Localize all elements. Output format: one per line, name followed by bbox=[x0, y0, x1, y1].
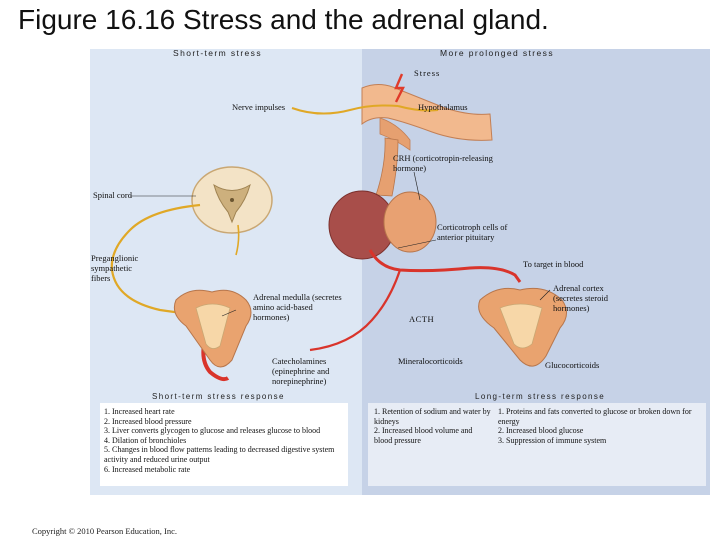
adrenal-medulla-label: Adrenal medulla (secretes amino acid-bas… bbox=[253, 292, 342, 322]
long-term-response-heading: Long-term stress response bbox=[475, 392, 606, 401]
long-term-response-box: 1. Retention of sodium and water by kidn… bbox=[368, 403, 706, 486]
spinal-cord-label: Spinal cord bbox=[93, 190, 132, 200]
copyright-notice: Copyright © 2010 Pearson Education, Inc. bbox=[32, 526, 178, 536]
long-term-item: 3. Suppression of immune system bbox=[498, 435, 607, 445]
mineralocorticoids-label: Mineralocorticoids bbox=[398, 356, 463, 366]
adrenal-gland-right bbox=[478, 287, 567, 367]
acth-label: ACTH bbox=[409, 314, 435, 324]
to-target-label: To target in blood bbox=[523, 259, 584, 269]
corticotroph-label: Corticotroph cells of anterior pituitary bbox=[437, 222, 508, 242]
glucocorticoids-label: Glucocorticoids bbox=[545, 360, 600, 370]
long-term-item: 2. Increased blood volume and blood pres… bbox=[374, 426, 473, 445]
preganglionic-label: Preganglionic sympathetic fibers bbox=[91, 253, 139, 283]
catecholamines-label: Catecholamines (epinephrine and norepine… bbox=[272, 356, 330, 386]
short-term-item: 2. Increased blood pressure bbox=[104, 416, 192, 426]
crh-label: CRH (corticotropin-releasing hormone) bbox=[393, 153, 493, 173]
figure-title: Figure 16.16 Stress and the adrenal glan… bbox=[18, 4, 549, 35]
stress-label: Stress bbox=[414, 68, 441, 78]
long-term-item: 2. Increased blood glucose bbox=[498, 426, 584, 436]
short-term-column-heading: Short-term stress bbox=[173, 48, 262, 58]
short-term-response-box: 1. Increased heart rate 2. Increased blo… bbox=[100, 403, 348, 486]
long-term-item: 1. Proteins and fats converted to glucos… bbox=[498, 407, 692, 426]
adrenal-cortex-label: Adrenal cortex (secretes steroid hormone… bbox=[553, 283, 608, 313]
long-term-item: 1. Retention of sodium and water by kidn… bbox=[374, 407, 491, 426]
nerve-impulses-label: Nerve impulses bbox=[232, 102, 286, 112]
short-term-item: 6. Increased metabolic rate bbox=[104, 464, 191, 474]
short-term-item: 4. Dilation of bronchioles bbox=[104, 435, 187, 445]
adrenal-gland-left bbox=[173, 289, 252, 368]
short-term-item: 1. Increased heart rate bbox=[104, 407, 175, 416]
prolonged-column-heading: More prolonged stress bbox=[440, 48, 554, 58]
short-term-response-heading: Short-term stress response bbox=[152, 392, 285, 401]
spinal-cord-illustration bbox=[191, 166, 273, 234]
hypothalamus-label: Hypothalamus bbox=[418, 102, 468, 112]
short-term-item: 3. Liver converts glycogen to glucose an… bbox=[104, 426, 321, 436]
short-term-item: 5. Changes in blood flow patterns leadin… bbox=[104, 445, 335, 464]
